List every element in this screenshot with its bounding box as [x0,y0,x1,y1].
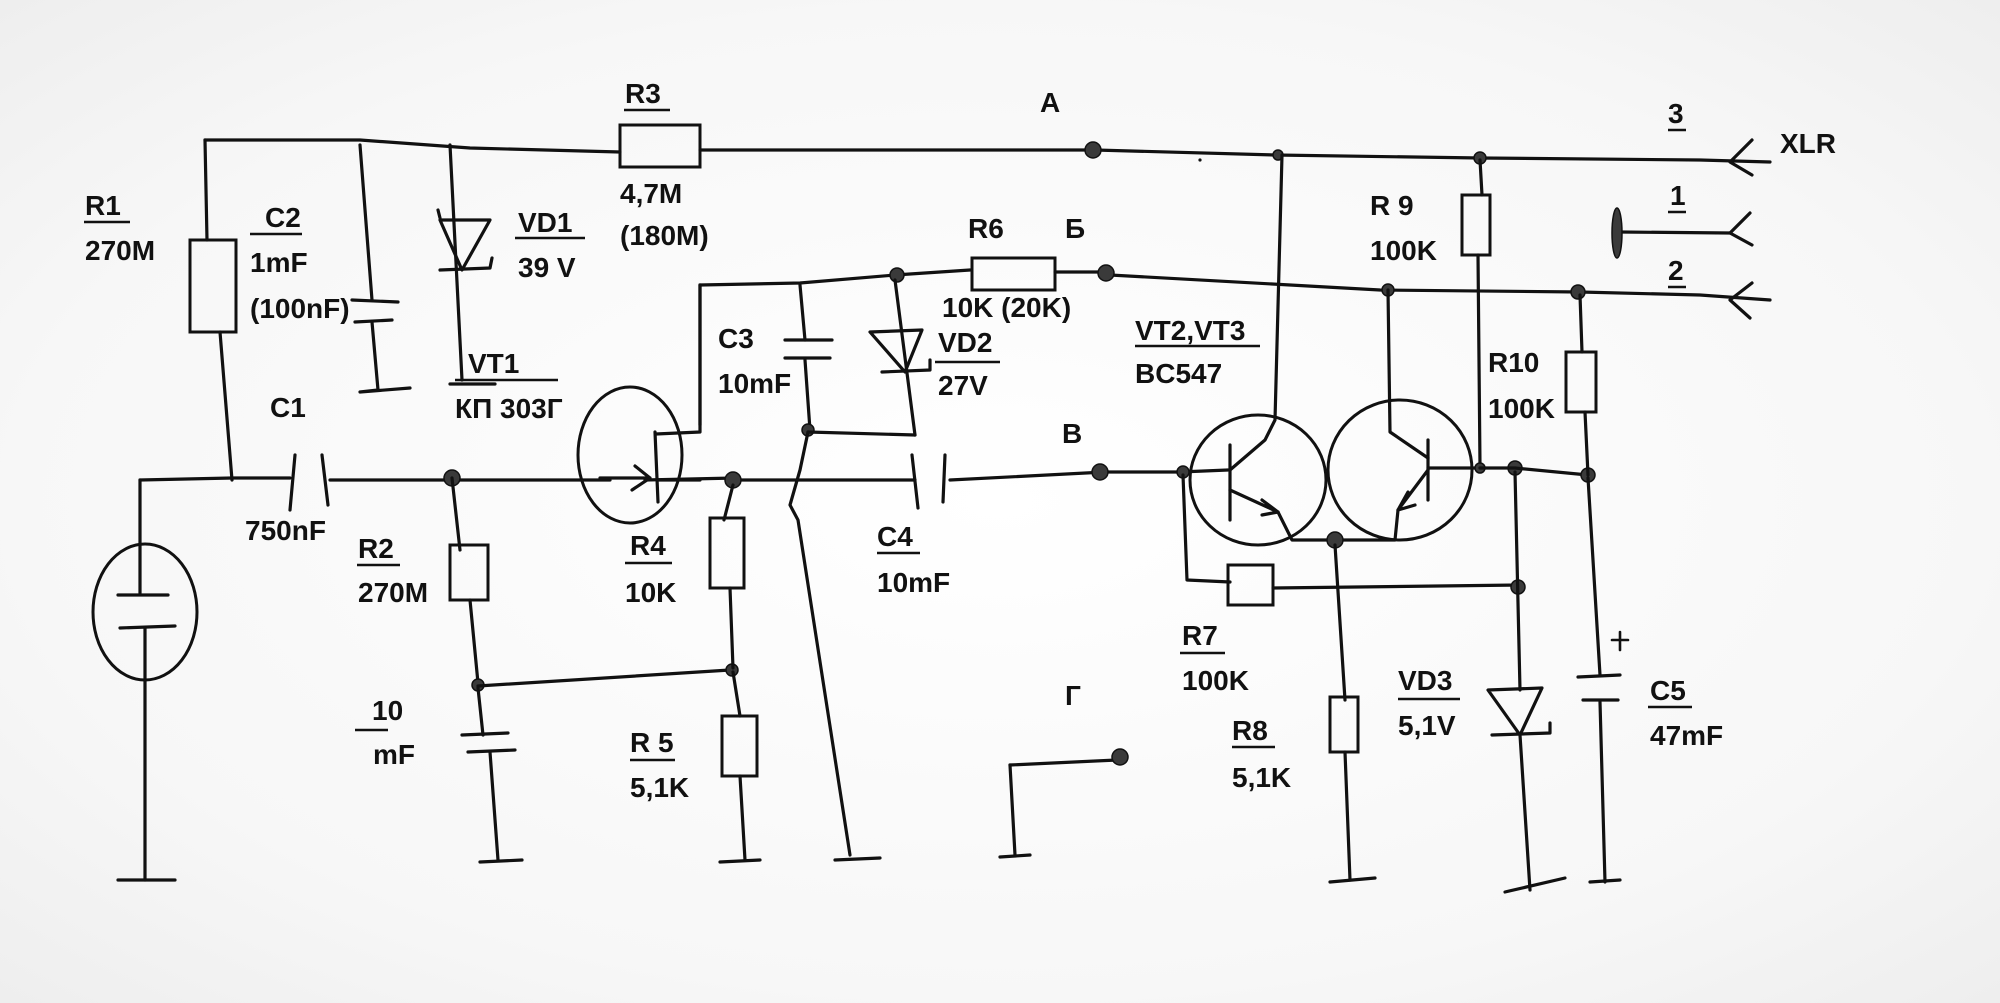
r9-value: 100K [1370,235,1437,266]
r5-value: 5,1K [630,772,689,803]
output-wire [1478,466,1590,477]
node-b-dot [1097,264,1115,282]
capacitor-c5 [1576,476,1630,884]
r2-value: 270M [358,577,428,608]
transistor-vt2 [1188,153,1332,547]
zener-diode-vd1 [436,143,497,386]
node-g-label: Г [1065,680,1081,711]
r2-ref: R2 [358,533,394,564]
resistor-r8 [1328,543,1377,884]
resistor-r1 [188,138,238,482]
xlr-label: XLR [1780,128,1836,159]
r7-value: 100K [1182,665,1249,696]
transistor-vt1 [576,283,702,525]
node-b-label: Б [1065,213,1085,244]
microphone-capsule [91,478,199,882]
node-r10-top [1570,284,1586,300]
node-r6-left [889,267,905,283]
node-a-dot [1084,141,1102,159]
vd3-value: 5,1V [1398,710,1456,741]
resistor-r10 [1564,293,1598,477]
capacitor-c4 [910,453,947,510]
xlr-pin-1-label: 1 [1670,180,1686,211]
xlr-pin-3-label: 3 [1668,98,1684,129]
node-a-label: А [1040,87,1060,118]
vt1-ref: VT1 [468,348,519,379]
resistor-r5 [718,670,762,864]
r7-ref: R7 [1182,620,1218,651]
transistor-vt3 [1326,288,1482,542]
vd1-ref: VD1 [518,207,572,238]
r6-value: 10K (20K) [942,292,1071,323]
r3-ref: R3 [625,78,661,109]
r3-alt: (180M) [620,220,709,251]
c5-value: 47mF [1650,720,1723,751]
c-r2-value: mF [373,739,415,770]
c-r2-ref: 10 [372,695,403,726]
vt1-value: КП 303Г [455,393,563,424]
c3-value: 10mF [718,368,791,399]
vd3-ref: VD3 [1398,665,1452,696]
resistor-r7 [1181,473,1522,607]
r1-value: 270M [85,235,155,266]
capacitor-c3 [783,283,834,432]
r3-value: 4,7M [620,178,682,209]
r10-ref: R10 [1488,347,1539,378]
c1-ref: C1 [270,392,306,423]
resistor-r2 [448,476,490,685]
zener-diode-vd2 [806,278,932,437]
r1-ref: R1 [85,190,121,221]
r8-ref: R8 [1232,715,1268,746]
node-g-wire [998,758,1119,859]
labels: R3 4,7M (180M) R1 270M C2 1mF (100nF) VD… [84,78,1836,803]
capacitor-c2 [350,143,412,394]
resistor-r9 [1460,158,1492,468]
top-rail-wire [203,138,1772,164]
c2-ref: C2 [265,202,301,233]
ground-symbol-c3 [833,856,882,862]
c4-value: 10mF [877,567,950,598]
vt23-ref: VT2,VT3 [1135,315,1245,346]
r10-value: 100K [1488,393,1555,424]
c3-ground-wire [788,430,852,857]
resistor-r6 [970,256,1057,292]
r5-ref: R 5 [630,727,674,758]
node-v-label: В [1062,418,1082,449]
node-g-dot [1111,748,1129,766]
r8-value: 5,1K [1232,762,1291,793]
zener-diode-vd3 [1486,470,1567,894]
c2-value: 1mF [250,247,308,278]
vd2-ref: VD2 [938,327,992,358]
r4-ref: R4 [630,530,666,561]
vd1-value: 39 V [518,252,576,283]
node-v-dot [1091,463,1109,481]
capacitor-c1 [288,453,330,512]
c1-value: 750nF [245,515,326,546]
c3-ref: C3 [718,323,754,354]
r6-ref: R6 [968,213,1004,244]
xlr-connector [1611,138,1754,320]
resistor-r3 [618,123,702,169]
vt23-value: BC547 [1135,358,1222,389]
bias-wire [476,668,732,688]
b-rail-wire [698,268,1772,427]
r9-ref: R 9 [1370,190,1414,221]
c4-ref: C4 [877,521,913,552]
r4-value: 10K [625,577,676,608]
c5-ref: C5 [1650,675,1686,706]
vd2-value: 27V [938,370,988,401]
c2-alt: (100nF) [250,293,350,324]
capacitor-10mf [460,686,524,864]
xlr-pin-2-label: 2 [1668,255,1684,286]
resistor-r4 [708,483,746,670]
